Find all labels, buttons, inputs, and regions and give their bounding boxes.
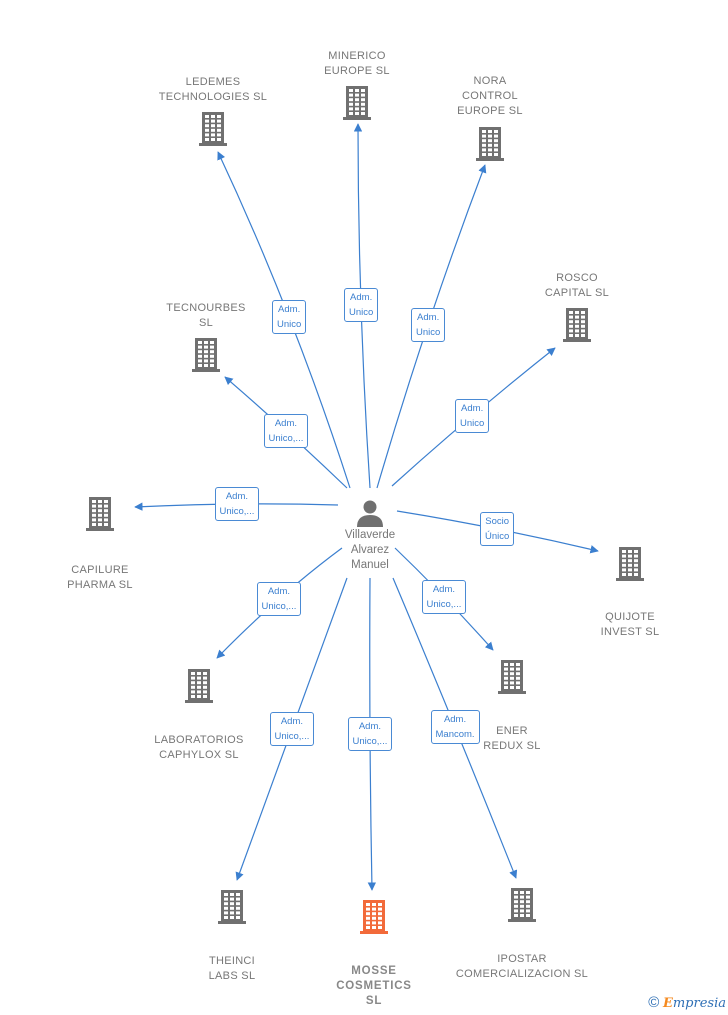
company-label-laboratorios[interactable]: LABORATORIOS CAPHYLOX SL: [124, 733, 274, 763]
relation-label-nora[interactable]: Adm. Unico: [411, 308, 446, 342]
company-node-nora[interactable]: [415, 125, 565, 161]
company-label-tecnourbes[interactable]: TECNOURBES SL: [131, 301, 281, 331]
center-person[interactable]: Villaverde Alvarez Manuel: [320, 498, 420, 573]
company-name: ROSCO CAPITAL SL: [544, 272, 610, 299]
building-icon: [498, 660, 526, 694]
brand-logo-text: mpresia: [672, 996, 726, 1011]
company-name: MINERICO EUROPE SL: [324, 50, 390, 77]
company-name: MOSSE COSMETICS SL: [336, 965, 412, 1007]
building-icon: [218, 890, 246, 924]
building-icon: [616, 547, 644, 581]
company-node-ipostar[interactable]: [447, 886, 597, 922]
person-icon: [357, 500, 383, 527]
company-label-ledemes[interactable]: LEDEMES TECHNOLOGIES SL: [138, 75, 288, 105]
company-node-ledemes[interactable]: [138, 110, 288, 146]
building-icon: [360, 900, 388, 934]
company-node-tecnourbes[interactable]: [131, 336, 281, 372]
building-icon: [343, 86, 371, 120]
relation-label-mosse[interactable]: Adm. Unico,...: [347, 717, 393, 751]
company-node-mosse[interactable]: [299, 898, 449, 934]
company-label-mosse[interactable]: MOSSE COSMETICS SL: [299, 964, 449, 1009]
relation-label-tecnourbes[interactable]: Adm. Unico,...: [263, 414, 309, 448]
building-icon: [508, 888, 536, 922]
company-label-theinci[interactable]: THEINCI LABS SL: [157, 954, 307, 984]
building-icon: [199, 112, 227, 146]
company-name: TECNOURBES SL: [166, 302, 246, 329]
relation-label-ledemes[interactable]: Adm. Unico: [272, 300, 307, 334]
building-icon: [185, 669, 213, 703]
relation-label-quijote[interactable]: Socio Único: [480, 512, 515, 546]
company-name: IPOSTAR COMERCIALIZACION SL: [455, 953, 589, 980]
company-name: NORA CONTROL EUROPE SL: [457, 75, 523, 117]
company-node-minerico[interactable]: [282, 84, 432, 120]
relation-label-capilure[interactable]: Adm. Unico,...: [214, 487, 260, 521]
brand-logo-initial: E: [662, 996, 673, 1011]
footer-brand[interactable]: © Empresia: [648, 994, 726, 1011]
company-label-capilure[interactable]: CAPILURE PHARMA SL: [25, 563, 175, 593]
relation-label-rosco[interactable]: Adm. Unico: [455, 399, 490, 433]
company-node-rosco[interactable]: [502, 306, 652, 342]
building-icon: [563, 308, 591, 342]
company-node-quijote[interactable]: [555, 545, 705, 581]
company-node-laboratorios[interactable]: [124, 667, 274, 703]
company-node-capilure[interactable]: [25, 495, 175, 531]
company-label-nora[interactable]: NORA CONTROL EUROPE SL: [415, 74, 565, 119]
company-node-theinci[interactable]: [157, 888, 307, 924]
relation-label-laboratorios[interactable]: Adm. Unico,...: [256, 582, 302, 616]
building-icon: [192, 338, 220, 372]
company-name: LABORATORIOS CAPHYLOX SL: [154, 734, 244, 761]
relation-label-minerico[interactable]: Adm. Unico: [344, 288, 379, 322]
company-name: LEDEMES TECHNOLOGIES SL: [158, 76, 268, 103]
copyright-symbol: ©: [648, 994, 660, 1011]
company-label-quijote[interactable]: QUIJOTE INVEST SL: [555, 610, 705, 640]
building-icon: [476, 127, 504, 161]
relation-label-ipostar[interactable]: Adm. Mancom.: [430, 710, 480, 744]
company-label-rosco[interactable]: ROSCO CAPITAL SL: [502, 271, 652, 301]
company-label-ipostar[interactable]: IPOSTAR COMERCIALIZACION SL: [447, 952, 597, 982]
company-label-minerico[interactable]: MINERICO EUROPE SL: [282, 49, 432, 79]
company-label-ener[interactable]: ENER REDUX SL: [437, 724, 587, 754]
company-name: THEINCI LABS SL: [208, 955, 256, 982]
company-name: QUIJOTE INVEST SL: [600, 611, 660, 638]
relation-label-theinci[interactable]: Adm. Unico,...: [269, 712, 315, 746]
company-node-ener[interactable]: [437, 658, 587, 694]
person-name: Villaverde Alvarez Manuel: [344, 529, 396, 571]
building-icon: [86, 497, 114, 531]
company-name: ENER REDUX SL: [483, 725, 541, 752]
company-name: CAPILURE PHARMA SL: [67, 564, 133, 591]
relation-label-ener[interactable]: Adm. Unico,...: [421, 580, 467, 614]
